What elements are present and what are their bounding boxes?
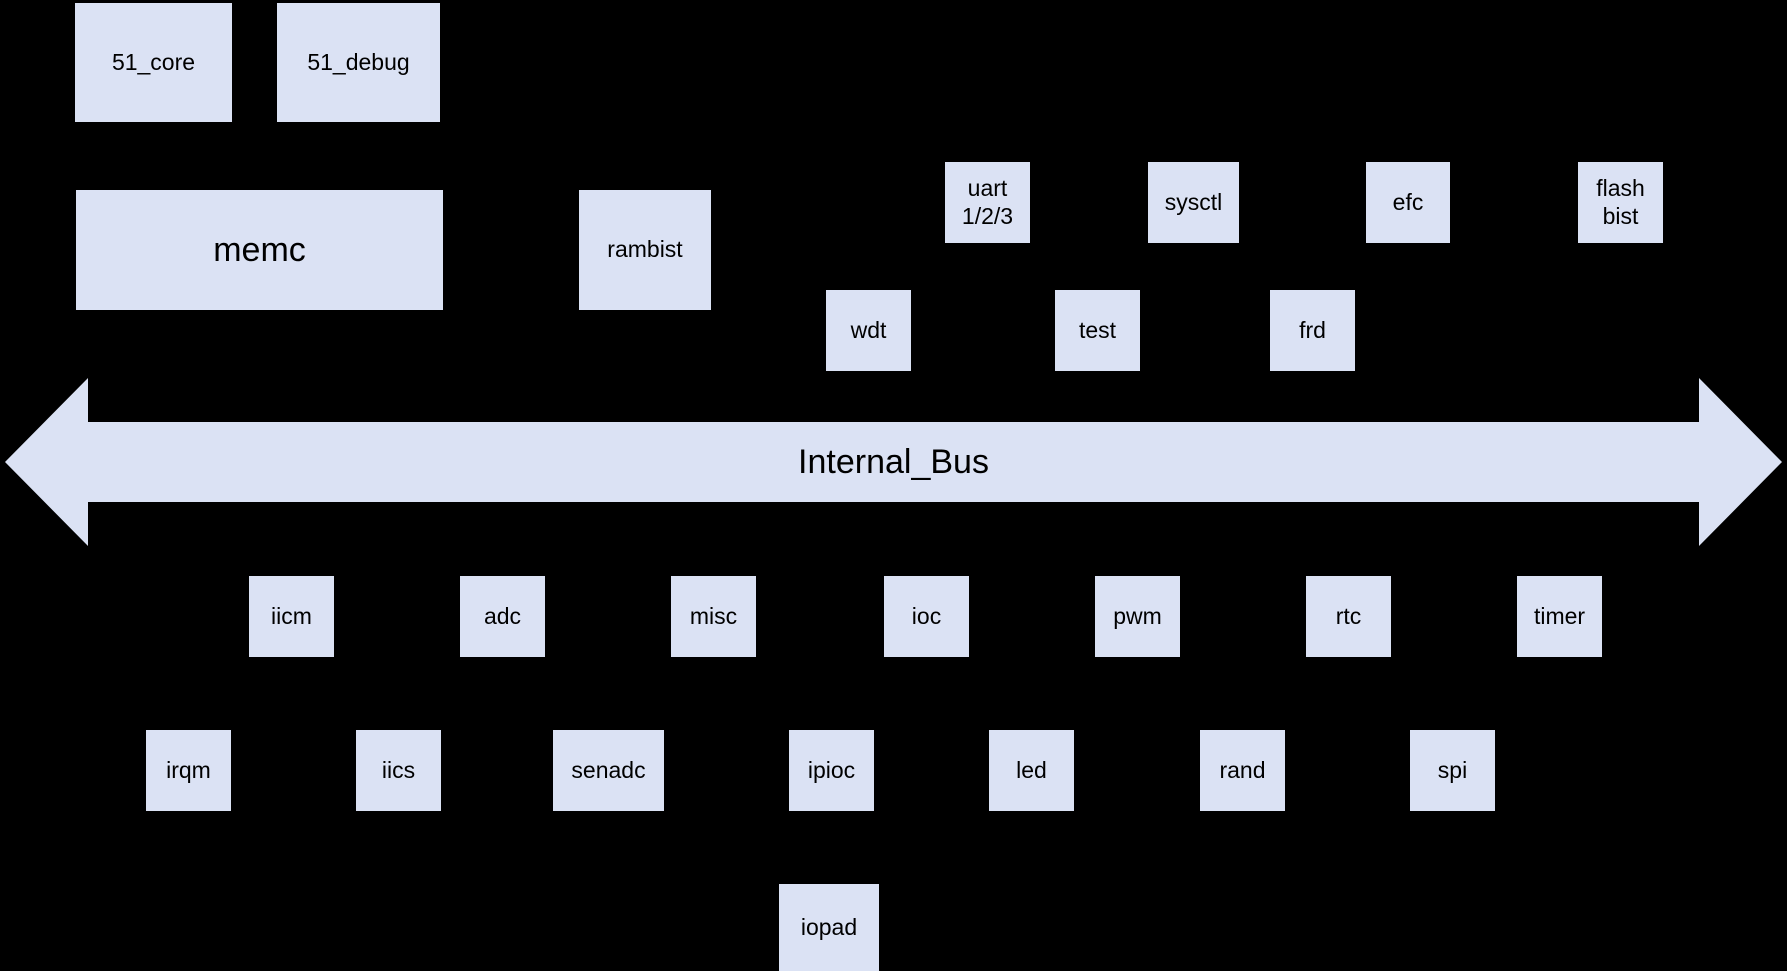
block-iics[interactable]: iics — [356, 730, 441, 811]
block-rtc[interactable]: rtc — [1306, 576, 1391, 657]
block-uart-1-2-3[interactable]: uart 1/2/3 — [945, 162, 1030, 243]
block-rand[interactable]: rand — [1200, 730, 1285, 811]
block-timer[interactable]: timer — [1517, 576, 1602, 657]
block-led[interactable]: led — [989, 730, 1074, 811]
block-frd[interactable]: frd — [1270, 290, 1355, 371]
block-flash-bist[interactable]: flash bist — [1578, 162, 1663, 243]
block-ioc[interactable]: ioc — [884, 576, 969, 657]
block-efc[interactable]: efc — [1366, 162, 1450, 243]
block-iopad[interactable]: iopad — [779, 884, 879, 971]
block-memc[interactable]: memc — [76, 190, 443, 310]
block-irqm[interactable]: irqm — [146, 730, 231, 811]
block-pwm[interactable]: pwm — [1095, 576, 1180, 657]
block-test[interactable]: test — [1055, 290, 1140, 371]
block-ipioc[interactable]: ipioc — [789, 730, 874, 811]
block-misc[interactable]: misc — [671, 576, 756, 657]
block-51-core[interactable]: 51_core — [75, 3, 232, 122]
internal-bus-arrow — [0, 376, 1787, 548]
block-sysctl[interactable]: sysctl — [1148, 162, 1239, 243]
block-51-debug[interactable]: 51_debug — [277, 3, 440, 122]
block-iicm[interactable]: iicm — [249, 576, 334, 657]
block-rambist[interactable]: rambist — [579, 190, 711, 310]
bidirectional-arrow-shape — [5, 378, 1782, 546]
block-adc[interactable]: adc — [460, 576, 545, 657]
block-senadc[interactable]: senadc — [553, 730, 664, 811]
block-wdt[interactable]: wdt — [826, 290, 911, 371]
block-spi[interactable]: spi — [1410, 730, 1495, 811]
